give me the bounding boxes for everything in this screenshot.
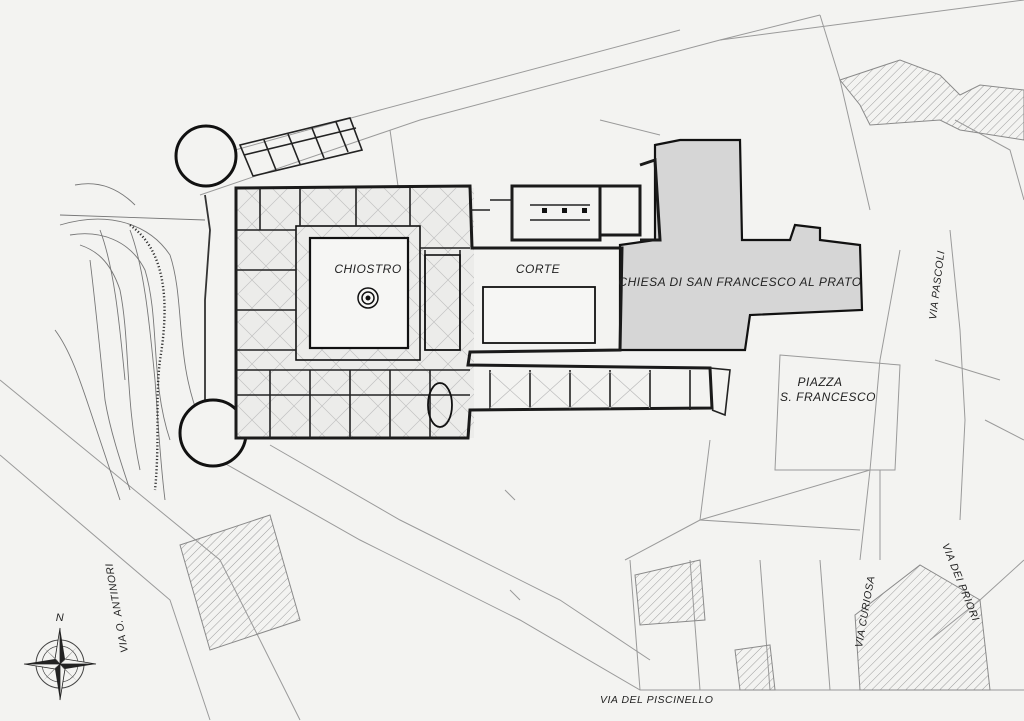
square-label-line1: PIAZZA — [797, 375, 842, 389]
convent-building — [234, 157, 731, 440]
terraced-slope — [54, 183, 206, 501]
cloister-label: CHIOSTRO — [334, 262, 401, 276]
north-tower — [174, 124, 238, 188]
hatched-buildings — [179, 59, 1024, 691]
street-label-via-del-piscinello: VIA DEL PISCINELLO — [600, 694, 713, 706]
square-label-line2: S. FRANCESCO — [780, 390, 876, 404]
court-label: CORTE — [516, 262, 561, 276]
west-boundary-wall — [204, 194, 211, 400]
north-sheds — [238, 117, 364, 177]
compass-rose — [23, 627, 97, 701]
north-label: N — [56, 612, 64, 624]
church-label: CHIESA DI SAN FRANCESCO AL PRATO — [618, 275, 861, 289]
